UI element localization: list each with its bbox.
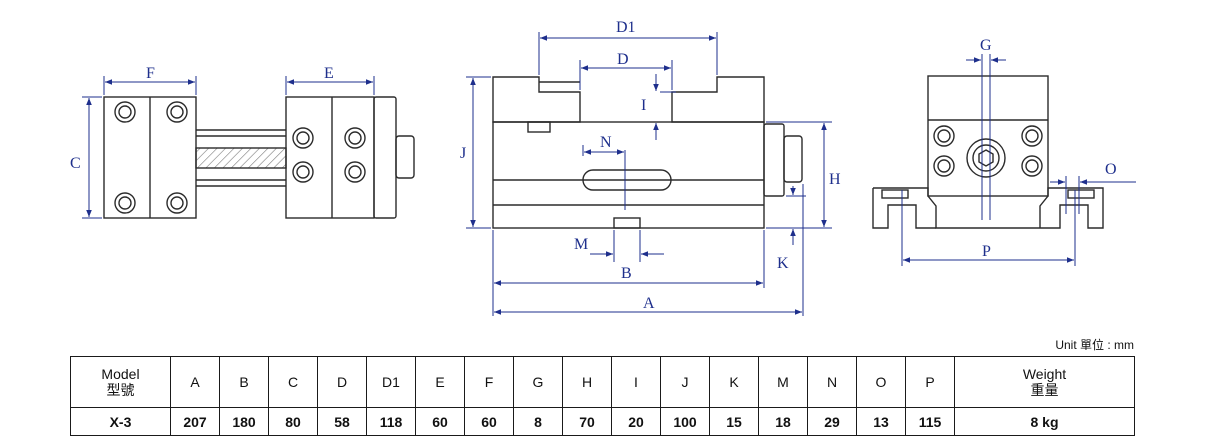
side-view bbox=[872, 75, 1104, 229]
dim-label-E: E bbox=[324, 65, 334, 82]
dim-label-D: D bbox=[617, 51, 629, 68]
dim-label-P: P bbox=[982, 243, 991, 260]
header-cell: C bbox=[268, 356, 318, 408]
value-cell: 80 bbox=[268, 407, 318, 436]
value-cell: 118 bbox=[366, 407, 416, 436]
header-cell: M bbox=[758, 356, 808, 408]
header-cell: G bbox=[513, 356, 563, 408]
dim-label-I: I bbox=[641, 97, 646, 114]
table-row: X-3 207 180 80 58 118 60 60 8 70 20 100 … bbox=[70, 407, 1135, 436]
dim-label-F: F bbox=[146, 65, 155, 82]
header-cell: J bbox=[660, 356, 710, 408]
header-cell: D1 bbox=[366, 356, 416, 408]
weight-cell: 8 kg bbox=[954, 407, 1135, 436]
value-cell: 15 bbox=[709, 407, 759, 436]
value-cell: 60 bbox=[415, 407, 465, 436]
weight-header-en: Weight bbox=[1022, 366, 1067, 382]
header-cell: B bbox=[219, 356, 269, 408]
header-cell: F bbox=[464, 356, 514, 408]
value-cell: 8 bbox=[513, 407, 563, 436]
dim-label-B: B bbox=[621, 265, 632, 282]
header-cell: E bbox=[415, 356, 465, 408]
spec-table: Model 型號 A B C D D1 E F G H I J K M N O … bbox=[70, 356, 1135, 436]
spec-table-header-row: Model 型號 A B C D D1 E F G H I J K M N O … bbox=[70, 356, 1135, 408]
dim-label-M: M bbox=[574, 236, 588, 253]
value-cell: 13 bbox=[856, 407, 906, 436]
header-cell: H bbox=[562, 356, 612, 408]
front-view-dimensions bbox=[466, 32, 832, 316]
model-cell: X-3 bbox=[70, 407, 171, 436]
header-cell: N bbox=[807, 356, 857, 408]
front-view bbox=[492, 76, 803, 229]
dim-label-N: N bbox=[600, 134, 612, 151]
header-cell: P bbox=[905, 356, 955, 408]
dim-label-G: G bbox=[980, 37, 992, 54]
value-cell: 180 bbox=[219, 407, 269, 436]
value-cell: 100 bbox=[660, 407, 710, 436]
header-cell: K bbox=[709, 356, 759, 408]
dim-label-K: K bbox=[777, 255, 789, 272]
model-header-zh: 型號 bbox=[106, 382, 135, 398]
dim-label-O: O bbox=[1105, 161, 1117, 178]
value-cell: 18 bbox=[758, 407, 808, 436]
dim-label-C: C bbox=[70, 155, 81, 172]
top-view-dimensions bbox=[82, 76, 375, 219]
model-header-cell: Model 型號 bbox=[70, 356, 171, 408]
value-cell: 207 bbox=[170, 407, 220, 436]
value-cell: 70 bbox=[562, 407, 612, 436]
dim-label-A: A bbox=[643, 295, 655, 312]
dim-label-H: H bbox=[829, 171, 841, 188]
header-cell: D bbox=[317, 356, 367, 408]
header-cell: O bbox=[856, 356, 906, 408]
side-view-dimensions bbox=[901, 54, 1136, 266]
vise-technical-drawing: F E C bbox=[70, 19, 1136, 316]
model-header-en: Model bbox=[101, 366, 140, 382]
weight-header-cell: Weight 重量 bbox=[954, 356, 1135, 408]
weight-header-zh: 重量 bbox=[1030, 382, 1059, 398]
header-cell: A bbox=[170, 356, 220, 408]
header-cell: I bbox=[611, 356, 661, 408]
value-cell: 20 bbox=[611, 407, 661, 436]
value-cell: 115 bbox=[905, 407, 955, 436]
value-cell: 60 bbox=[464, 407, 514, 436]
value-cell: 58 bbox=[317, 407, 367, 436]
top-view bbox=[103, 96, 415, 219]
value-cell: 29 bbox=[807, 407, 857, 436]
dim-label-D1: D1 bbox=[616, 19, 636, 36]
dim-label-J: J bbox=[460, 145, 466, 162]
unit-note: Unit 單位 : mm bbox=[1055, 338, 1134, 352]
